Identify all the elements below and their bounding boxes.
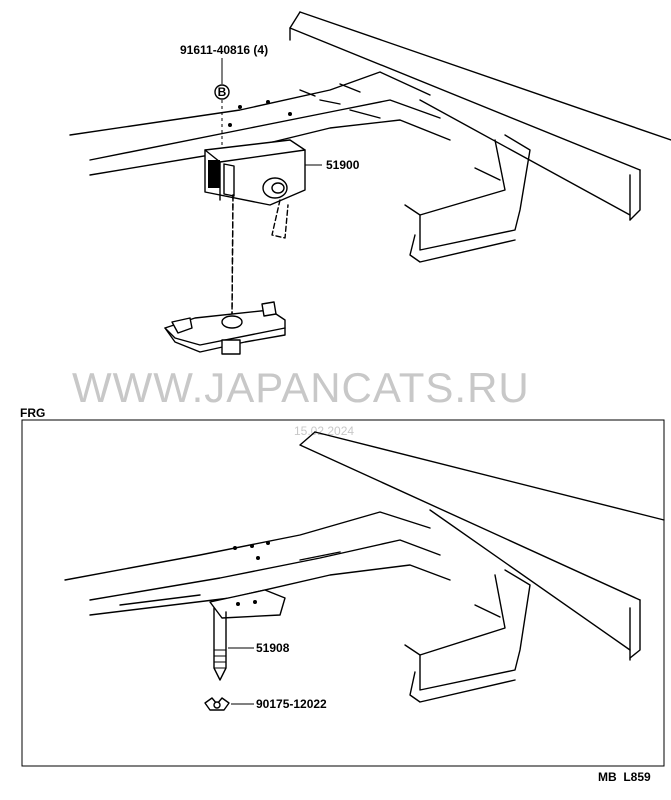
section-frame (21, 419, 665, 767)
bolt-callout: B (214, 58, 230, 150)
upper-frame-drawing (69, 11, 671, 263)
lower-frame-drawing (64, 431, 665, 703)
watermark-date: 15.02.2024 (294, 424, 354, 438)
section-label: FRG (20, 406, 45, 420)
bracket-part-number: 51908 (256, 641, 290, 655)
watermark-site: WWW.JAPANCATS.RU (72, 364, 530, 411)
wing-nut-drawing (204, 697, 254, 711)
carrier-part-number: 51900 (326, 158, 360, 172)
spare-tire-carrier-drawing (164, 139, 322, 355)
bolt-part-number: 91611-40816 (4) (180, 43, 268, 57)
nut-part-number: 90175-12022 (256, 697, 327, 711)
bracket-drawing (209, 589, 286, 681)
diagram-code: MB L859 (598, 770, 651, 784)
bolt-callout-letter: B (218, 85, 227, 99)
